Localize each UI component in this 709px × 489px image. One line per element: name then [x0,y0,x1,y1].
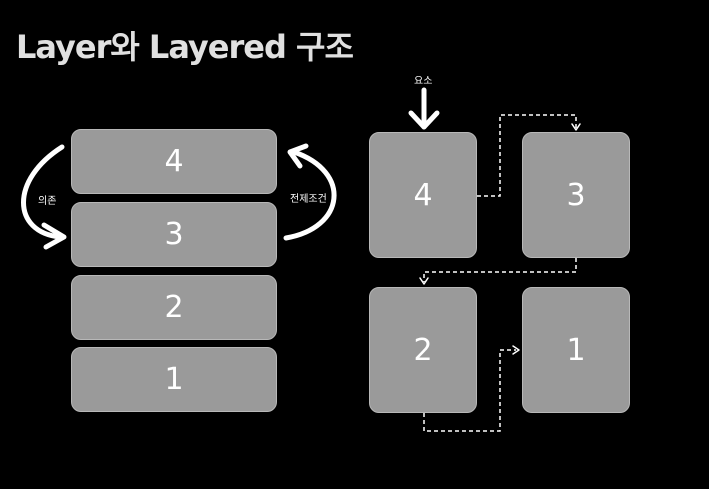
precondition-label: 전제조건 [290,194,327,205]
box-2: 2 [369,287,477,413]
page-title: Layer와 Layered 구조 [16,28,354,66]
layer-block-3-label: 3 [164,217,184,252]
layer-block-3: 3 [71,202,277,267]
box-3-label: 3 [566,177,586,213]
precondition-arrowhead-icon [287,143,309,169]
element-label: 요소 [414,76,433,87]
box-2-label: 2 [413,332,433,368]
layer-block-4-label: 4 [164,144,184,179]
dashed-connector-3-to-2 [423,258,577,282]
depend-label: 의존 [38,196,57,207]
layer-block-2-label: 2 [164,290,184,325]
layer-block-4: 4 [71,129,277,194]
box-3: 3 [522,132,630,258]
depend-arrowhead-icon [41,222,67,250]
box-1-label: 1 [566,332,586,368]
box-4: 4 [369,132,477,258]
layer-block-1: 1 [71,347,277,412]
box-4-label: 4 [413,177,433,213]
element-arrowhead-icon [408,110,440,130]
dashed-arrowhead-2-icon [419,277,429,285]
dashed-arrowhead-1-icon [512,345,520,355]
layer-block-2: 2 [71,275,277,340]
dashed-arrowhead-3-icon [571,123,581,131]
box-1: 1 [522,287,630,413]
layer-block-1-label: 1 [164,362,184,397]
